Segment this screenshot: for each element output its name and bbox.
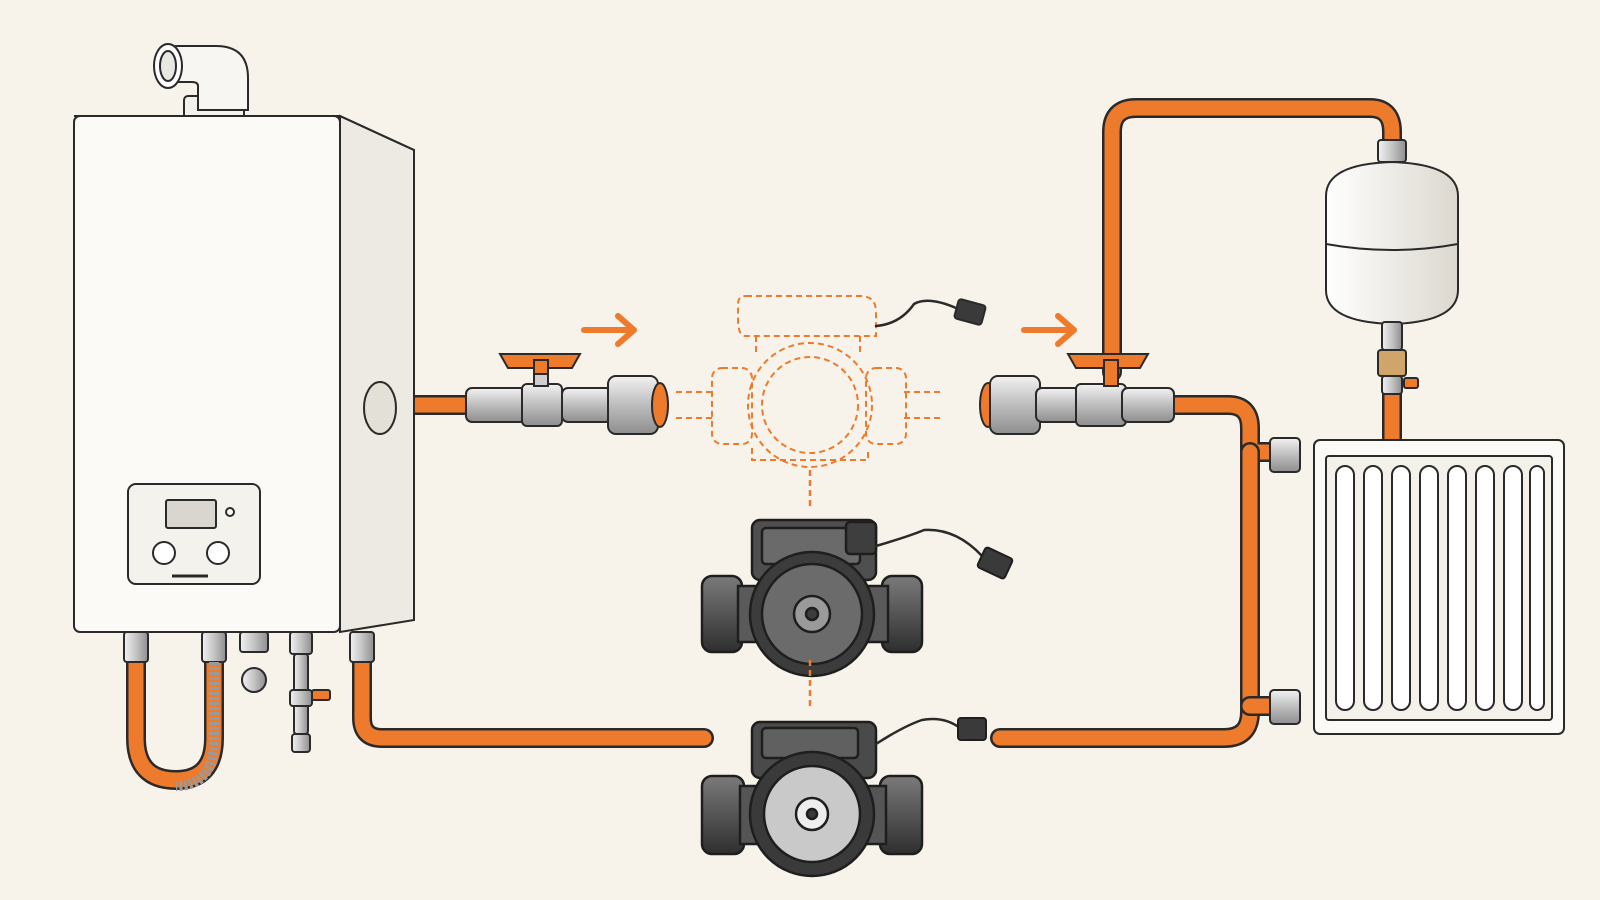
return-pipe [354,652,712,746]
arrow-right-icon [1021,313,1077,347]
valve-right [979,353,1175,435]
flue-elbow-icon [153,43,249,127]
pump-outline-icon [676,295,944,510]
plug-icon [976,546,1014,580]
ghost-plug-icon [953,298,987,326]
flex-hose [175,662,219,791]
plug-icon [957,717,987,741]
ghost-cable [874,299,958,328]
worn-pump-icon [700,518,924,710]
return-vertical [992,444,1258,746]
boiler-u-loop [128,652,222,788]
return-pipe-outline [352,650,714,748]
expansion-tank-icon [1325,139,1459,395]
lcd-display-icon [165,499,217,529]
pipes [126,98,1402,790]
new-pump-cable [874,717,962,746]
ball-valve-icon [1066,353,1150,387]
knob-icon [206,541,230,565]
knob-icon [152,541,176,565]
radiator-icon [1269,437,1565,735]
wall-boiler-icon [73,43,415,791]
radiator-feed [1162,397,1288,460]
old-pump-cable [874,528,984,558]
vessel-pipe [1104,100,1400,380]
status-led-icon [225,507,235,517]
valve-left [465,353,669,435]
ball-valve-icon [498,353,582,375]
boiler-fittings [123,631,375,753]
arrow-right-icon [581,313,637,347]
return-vertical-outline [990,442,1260,748]
circulation-pump-icon [700,720,924,878]
